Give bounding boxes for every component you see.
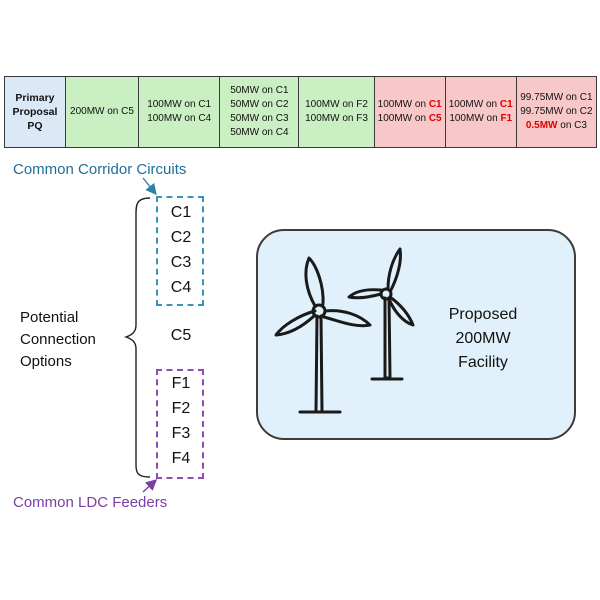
proposal-line: 100MW on F1 <box>447 112 515 126</box>
highlighted-value: 0.5MW <box>525 120 558 131</box>
proposal-text: 99.75MW on C1 <box>520 92 593 103</box>
proposed-facility-box <box>256 229 576 440</box>
proposal-line: 100MW on F2 <box>300 98 372 112</box>
highlighted-value: C1 <box>499 99 513 110</box>
proposal-line: 100MW on C1 <box>140 98 218 112</box>
proposal-text: 50MW on C3 <box>230 113 289 124</box>
proposal-text: 100MW on F2 <box>305 99 368 110</box>
highlighted-value: C5 <box>428 113 442 124</box>
common-ldc-feeders-label: Common LDC Feeders <box>13 494 168 511</box>
proposal-text: 100MW on C1 <box>147 99 212 110</box>
proposal-line: 100MW on C1 <box>447 98 515 112</box>
proposal-text: 100MW on <box>448 99 500 110</box>
proposal-cell: 200MW on C5 <box>64 76 140 148</box>
circuit-option: C4 <box>170 279 192 296</box>
proposal-line: 200MW on C5 <box>67 105 137 119</box>
circuit-option: C3 <box>170 254 192 271</box>
proposal-cell: 99.75MW on C1 99.75MW on C2 0.5MW on C3 <box>515 76 598 148</box>
proposal-text: 100MW on <box>377 113 429 124</box>
proposal-text: 100MW on F3 <box>305 113 368 124</box>
wind-turbine-icon <box>347 247 415 381</box>
proposal-line: 50MW on C2 <box>221 98 297 112</box>
proposal-line: 100MW on C5 <box>376 112 444 126</box>
wind-turbine-icon <box>274 256 372 414</box>
circuit-option: C2 <box>170 229 192 246</box>
ldc-arrow <box>142 479 158 493</box>
proposal-line: 100MW on C1 <box>376 98 444 112</box>
ldc-feeders-box <box>156 369 204 479</box>
proposal-line: 99.75MW on C1 <box>518 91 595 105</box>
proposal-text: 100MW on <box>449 113 501 124</box>
proposal-text: 200MW on C5 <box>70 106 134 117</box>
header-line: PQ <box>27 120 43 132</box>
circuit-option-c5: C5 <box>170 327 192 344</box>
primary-proposal-header: Primary Proposal PQ <box>4 76 66 148</box>
proposed-facility-label: Proposed 200MW Facility <box>448 306 518 371</box>
header-line: Primary <box>15 92 55 104</box>
proposal-table: Primary Proposal PQ 200MW on C5 100MW on… <box>4 76 598 148</box>
highlighted-value: C1 <box>428 99 442 110</box>
header-line: Proposal <box>12 106 58 118</box>
corridor-circuits-box <box>156 196 204 306</box>
proposal-line: 100MW on F3 <box>300 112 372 126</box>
corridor-arrow <box>142 177 157 196</box>
proposal-text: on C3 <box>557 120 587 131</box>
feeder-option: F2 <box>171 400 191 417</box>
proposal-line: 100MW on C4 <box>140 112 218 126</box>
feeder-option: F4 <box>171 450 191 467</box>
potential-connection-options-label: Potential Connection Options <box>20 309 96 370</box>
proposal-text: 50MW on C2 <box>230 99 289 110</box>
highlighted-value: F1 <box>500 113 513 124</box>
feeder-option: F3 <box>171 425 191 442</box>
proposal-text: 99.75MW on C2 <box>520 106 593 117</box>
proposal-cell: 50MW on C1 50MW on C2 50MW on C3 50MW on C4 <box>219 76 300 148</box>
proposal-line: 50MW on C1 <box>221 84 297 98</box>
proposal-cell: 100MW on C1 100MW on C4 <box>138 76 221 148</box>
proposal-text: 100MW on C4 <box>147 113 212 124</box>
proposal-row: Primary Proposal PQ 200MW on C5 100MW on… <box>4 76 598 148</box>
common-corridor-circuits-label: Common Corridor Circuits <box>13 161 187 178</box>
proposal-line: 0.5MW on C3 <box>518 119 595 133</box>
options-brace <box>123 197 151 478</box>
proposal-text: 100MW on <box>377 99 429 110</box>
proposal-line: 50MW on C3 <box>221 112 297 126</box>
proposal-line: 50MW on C4 <box>221 126 297 140</box>
proposal-text: 50MW on C1 <box>230 85 289 96</box>
proposal-cell: 100MW on F2 100MW on F3 <box>298 76 375 148</box>
proposal-text: 50MW on C4 <box>230 127 289 138</box>
proposal-line: 99.75MW on C2 <box>518 105 595 119</box>
feeder-option: F1 <box>171 375 191 392</box>
circuit-option: C1 <box>170 204 192 221</box>
